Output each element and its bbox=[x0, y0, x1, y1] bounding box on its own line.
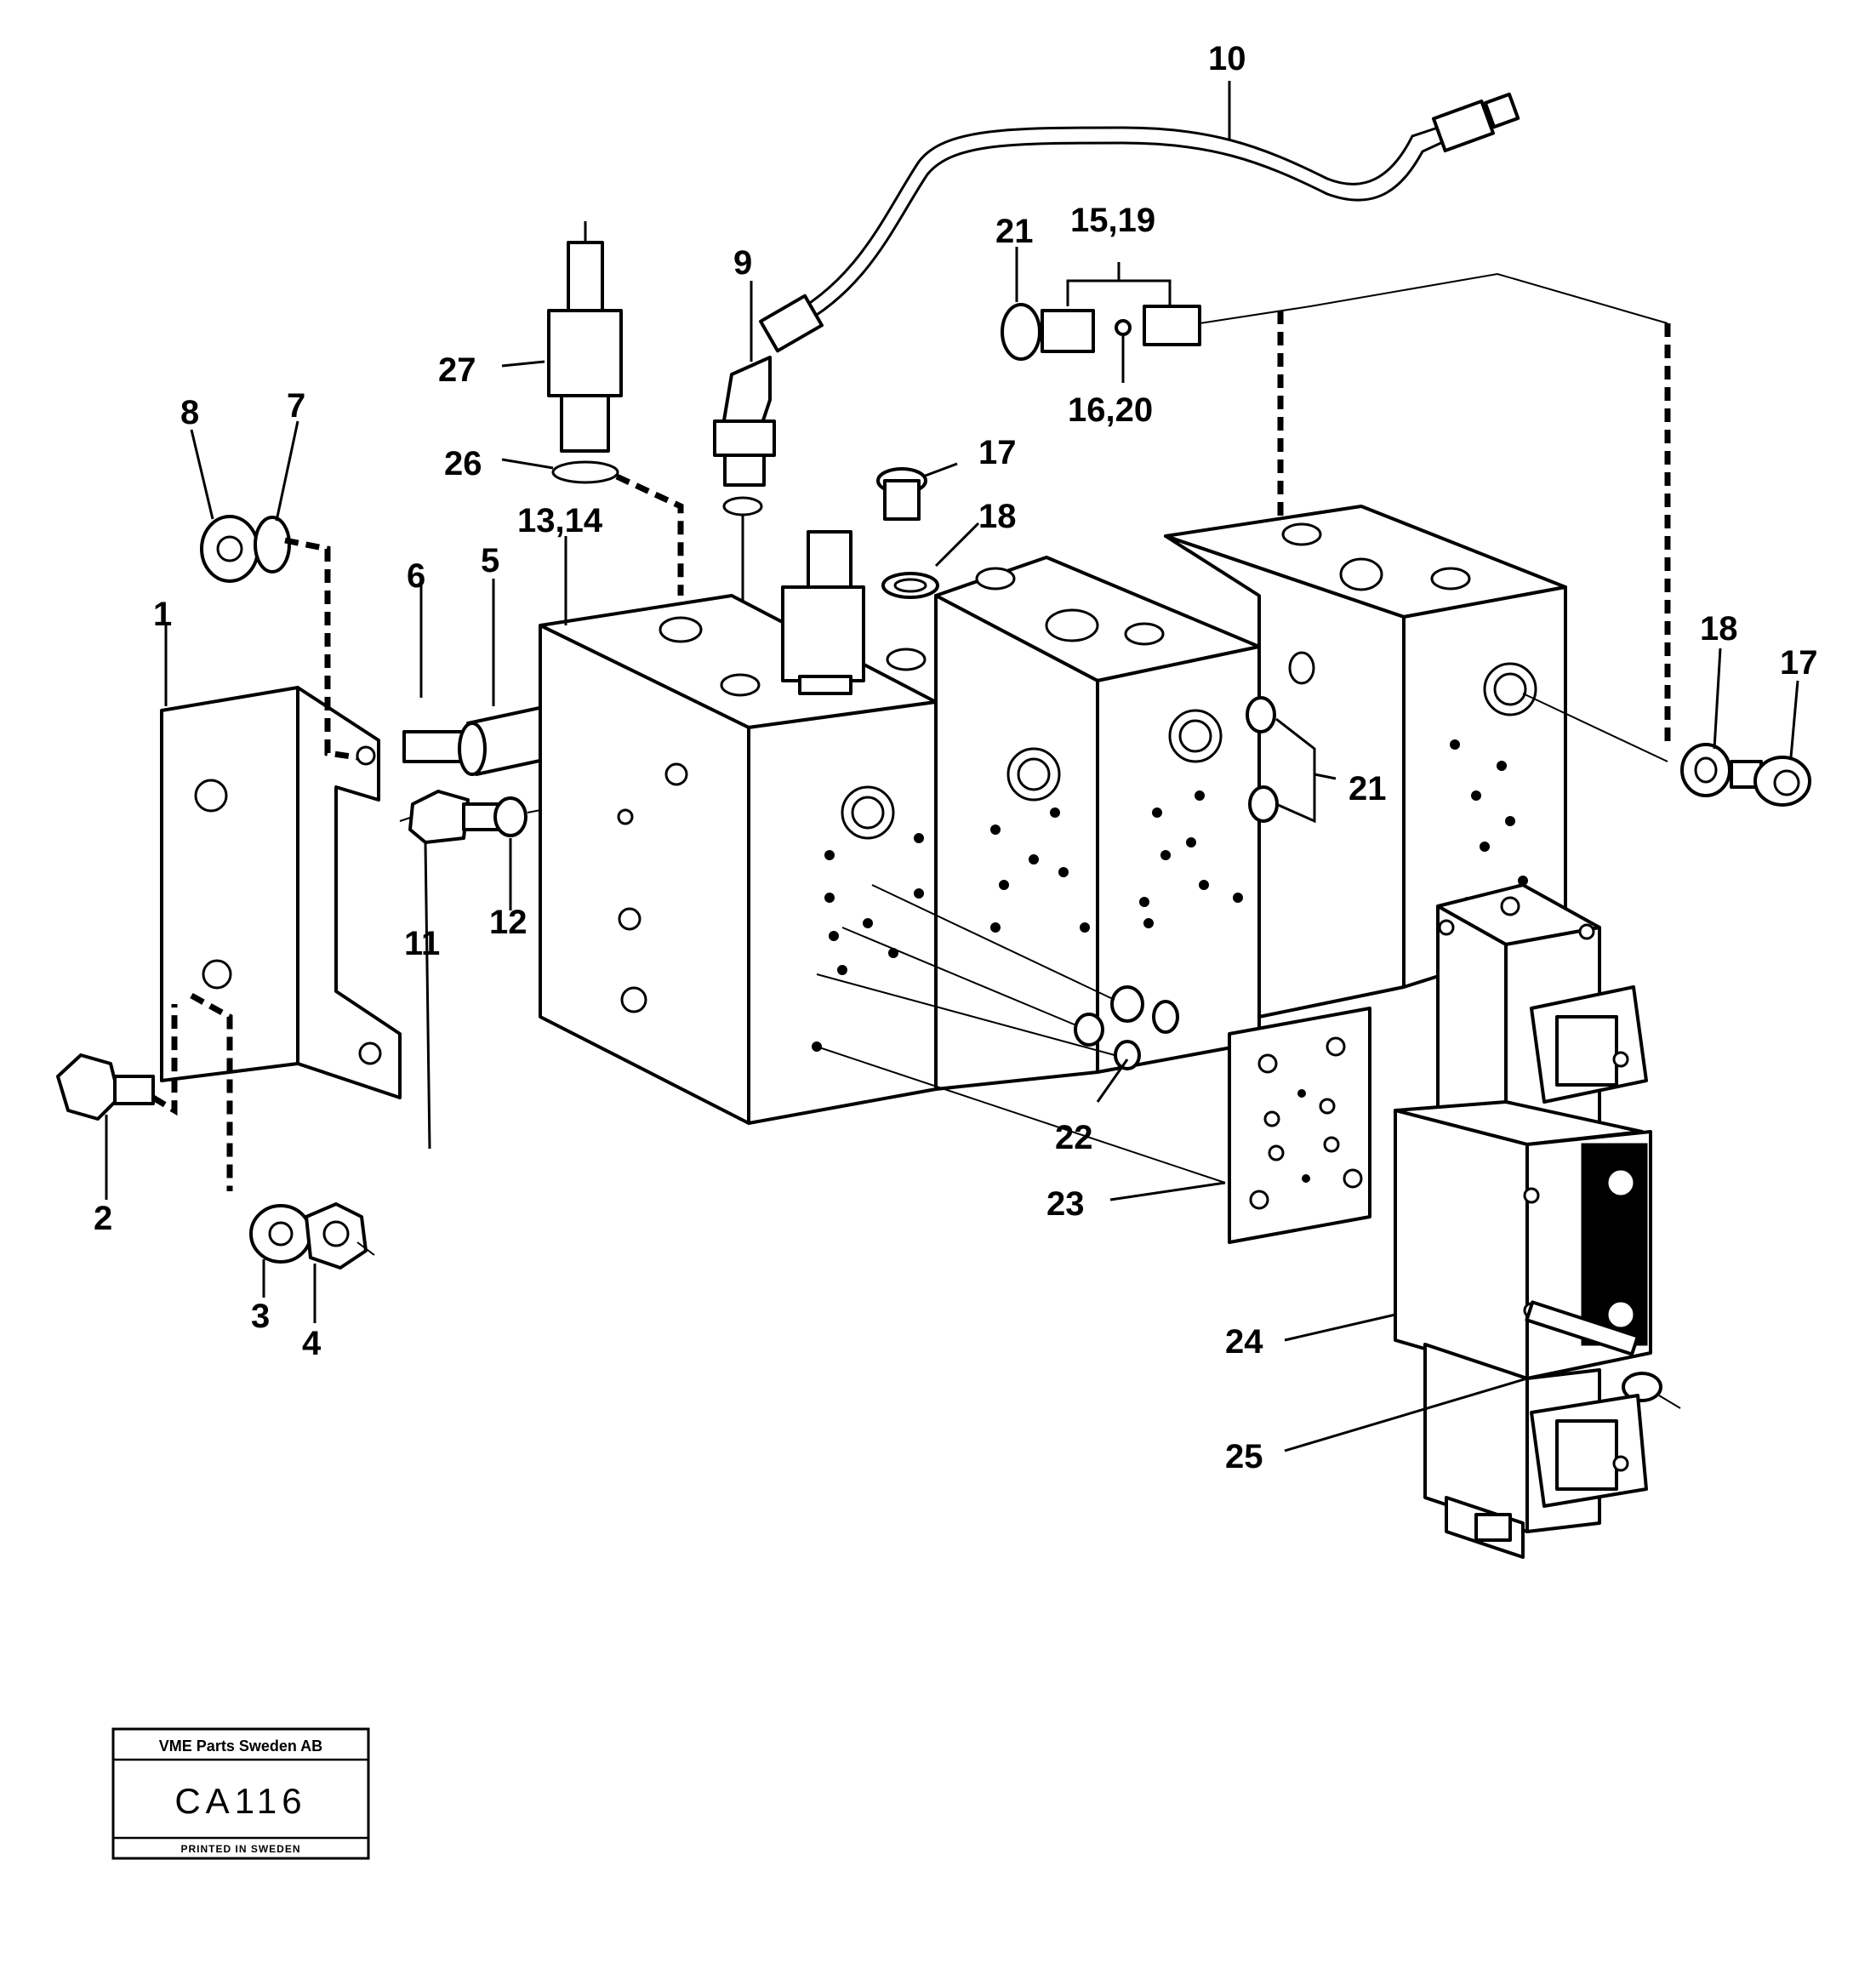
valve-block-2 bbox=[886, 556, 1261, 1091]
nut-washer-top bbox=[200, 515, 358, 761]
publisher-stamp: VME Parts Sweden AB CA116 PRINTED IN SWE… bbox=[111, 1727, 370, 1860]
callout-8: 8 bbox=[180, 394, 199, 431]
adapter-plate-23 bbox=[1228, 1007, 1371, 1244]
callout-27: 27 bbox=[438, 351, 476, 389]
plug-17-washer-18-right bbox=[1680, 743, 1811, 807]
callout-4: 4 bbox=[302, 1325, 322, 1362]
elbow-fitting bbox=[713, 356, 776, 672]
pipe-assembly bbox=[759, 92, 1520, 353]
callout-16-20: 16,20 bbox=[1068, 391, 1153, 429]
callout-labels: 10 9 21 15,19 16,20 27 26 8 7 13,14 17 1… bbox=[94, 40, 1818, 1475]
fitting-27 bbox=[547, 221, 684, 596]
callout-23: 23 bbox=[1046, 1185, 1085, 1223]
stamp-company: VME Parts Sweden AB bbox=[159, 1738, 322, 1755]
valve-block-1 bbox=[539, 530, 938, 1125]
washer-nut-bottom bbox=[190, 992, 375, 1270]
callout-26: 26 bbox=[444, 445, 482, 482]
callout-1: 1 bbox=[153, 596, 172, 633]
seals-22 bbox=[816, 884, 1226, 1184]
callout-18b: 18 bbox=[1700, 610, 1738, 648]
callout-21a: 21 bbox=[995, 213, 1034, 250]
callout-10: 10 bbox=[1208, 40, 1246, 77]
plug-17-washer-18-upper bbox=[876, 467, 939, 599]
callout-5: 5 bbox=[481, 542, 499, 579]
stamp-printed: PRINTED IN SWEDEN bbox=[180, 1843, 300, 1855]
callout-15-19: 15,19 bbox=[1070, 202, 1155, 239]
callout-11: 11 bbox=[404, 925, 440, 962]
callout-17a: 17 bbox=[978, 434, 1017, 471]
callout-24: 24 bbox=[1225, 1323, 1263, 1361]
bracket bbox=[160, 686, 402, 1099]
callout-21b: 21 bbox=[1349, 770, 1387, 807]
callout-13-14: 13,14 bbox=[517, 502, 603, 539]
callout-17b: 17 bbox=[1780, 644, 1818, 682]
callout-22: 22 bbox=[1055, 1119, 1093, 1156]
callout-2: 2 bbox=[94, 1200, 112, 1237]
callout-12: 12 bbox=[489, 904, 527, 941]
callout-25: 25 bbox=[1225, 1438, 1263, 1475]
solenoid-valve-24 bbox=[1394, 883, 1681, 1559]
callout-18a: 18 bbox=[978, 498, 1017, 535]
callout-9: 9 bbox=[733, 244, 752, 282]
callout-3: 3 bbox=[251, 1298, 270, 1335]
bolt-2 bbox=[56, 1004, 178, 1121]
stamp-code: CA116 bbox=[174, 1781, 306, 1821]
callout-6: 6 bbox=[407, 557, 425, 595]
leader-lines bbox=[105, 81, 1799, 1452]
callout-7: 7 bbox=[287, 387, 305, 425]
